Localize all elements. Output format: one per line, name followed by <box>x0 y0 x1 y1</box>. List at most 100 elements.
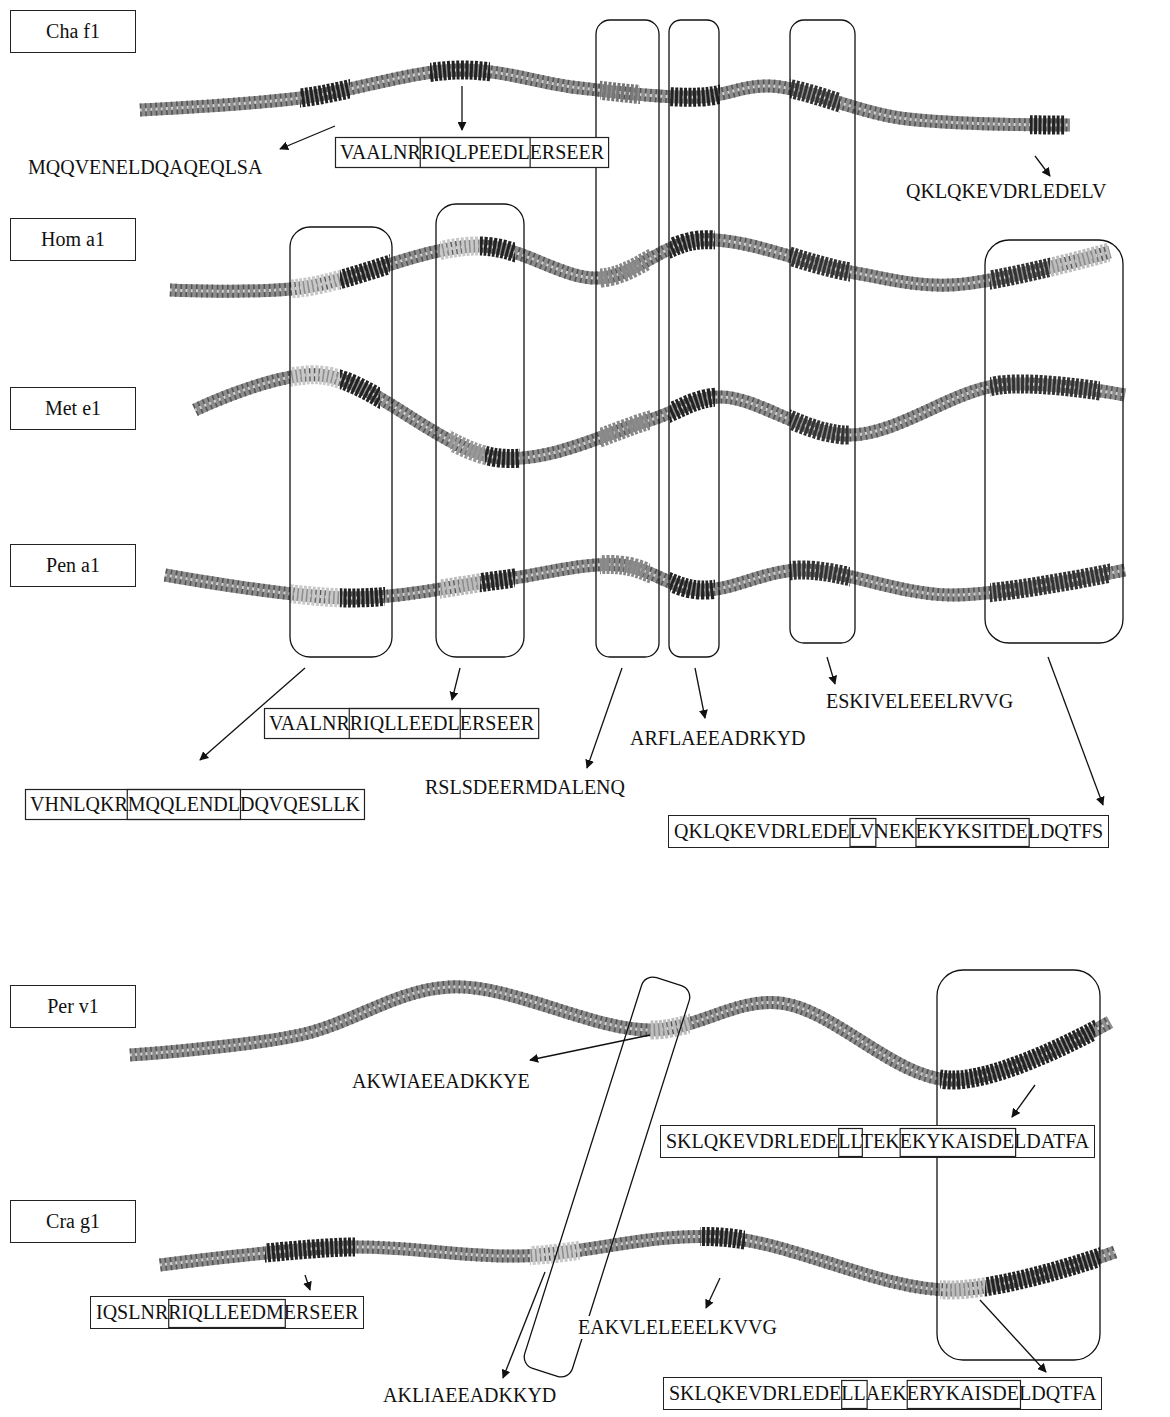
allergen-name-box: Cha f1 <box>10 10 136 53</box>
leader-line <box>1012 1085 1035 1117</box>
leader-line <box>461 86 462 130</box>
epitope-residues <box>600 70 640 125</box>
epitope-residues <box>265 1236 355 1290</box>
helix-body <box>170 240 1110 291</box>
allergen-name: Met e1 <box>45 397 101 420</box>
helix-shine <box>165 565 1125 598</box>
epitope-residues <box>940 1236 985 1290</box>
allergen-name: Per v1 <box>47 995 99 1018</box>
epitope-residues <box>440 240 480 291</box>
helix <box>165 565 1125 598</box>
leader-line <box>1035 156 1050 176</box>
epitope-residues <box>700 1236 745 1290</box>
epitope-sequence-box: QKLQKEVDRLEDELVNEKEKYKSITDELDQTFS <box>668 815 1109 848</box>
epitope-sequence-box: SKLQKEVDRLEDELLTEKEKYKAISDELDATFA <box>660 1125 1095 1158</box>
leader-line <box>1048 657 1103 805</box>
epitope-residues <box>790 565 850 598</box>
epitope-residues <box>530 1236 580 1290</box>
peptide-sequence-label: ARFLAEEADRKYD <box>628 727 808 750</box>
epitope-residues <box>985 1236 1100 1290</box>
leader-line <box>503 1272 545 1378</box>
helix <box>130 987 1110 1080</box>
epitope-residues <box>790 70 840 125</box>
allergen-name-box: Cra g1 <box>10 1200 136 1243</box>
leader-line <box>695 668 705 718</box>
peptide-sequence-label: EAKVLELEEELKVVG <box>576 1316 779 1339</box>
allergen-name: Cha f1 <box>46 20 100 43</box>
peptide-sequence-label: ESKIVELEEELRVVG <box>824 690 1015 713</box>
helix <box>160 1236 1115 1290</box>
sequence-text: QKLQKEVDRLEDELVNEKEKYKSITDELDQTFS <box>674 820 1103 843</box>
epitope-residues <box>290 565 340 598</box>
epitope-residues <box>650 987 690 1080</box>
leader-line <box>827 657 835 684</box>
peptide-sequence-label: QKLQKEVDRLEDELV <box>904 180 1108 203</box>
sequence-text: VAALNRRIQLLEEDLERSEER <box>269 712 534 735</box>
epitope-residues <box>480 240 515 291</box>
helix-shine <box>170 240 1110 291</box>
helix-body <box>140 70 1070 125</box>
helix-body <box>165 565 1125 598</box>
allergen-name: Pen a1 <box>46 554 100 577</box>
region-outlines <box>290 20 1123 1380</box>
leader-line <box>587 668 622 768</box>
helix-shine <box>130 987 1110 1080</box>
peptide-sequence-label: MQQVENELDQAQEQLSA <box>26 156 264 179</box>
epitope-residues <box>600 375 650 459</box>
epitope-residues <box>990 565 1110 598</box>
helix-body <box>130 987 1110 1080</box>
epitope-residues <box>340 375 380 459</box>
epitope-residues <box>790 240 850 291</box>
epitope-residues <box>485 375 520 459</box>
region-outline <box>596 20 659 657</box>
allergen-name: Cra g1 <box>46 1210 100 1233</box>
helix-shine <box>160 1236 1115 1290</box>
sequence-text: VAALNRRIQLPEEDLERSEER <box>340 141 604 164</box>
epitope-residues <box>670 375 715 459</box>
region-outline <box>985 240 1123 643</box>
allergen-name-box: Met e1 <box>10 387 136 430</box>
leader-line <box>452 668 460 700</box>
allergen-name-box: Pen a1 <box>10 544 136 587</box>
epitope-residues <box>1030 70 1065 125</box>
epitope-sequence-box: VAALNRRIQLPEEDLERSEER <box>335 137 609 168</box>
helix-coil <box>170 240 1110 291</box>
region-outline <box>436 204 524 657</box>
region-outline <box>669 20 719 657</box>
epitope-residues <box>1050 240 1110 291</box>
allergen-name-box: Hom a1 <box>10 218 136 261</box>
helix-coil <box>140 70 1070 125</box>
sequence-text: IQSLNRRIQLLEEDMERSEER <box>96 1301 358 1324</box>
epitope-residues <box>430 70 490 125</box>
peptide-sequence-label: AKLIAEEADKKYD <box>381 1384 558 1407</box>
allergen-name: Hom a1 <box>41 228 105 251</box>
sequence-text: SKLQKEVDRLEDELLTEKEKYKAISDELDATFA <box>666 1130 1089 1153</box>
epitope-residues <box>670 565 715 598</box>
epitope-residues <box>940 987 1095 1080</box>
helix <box>170 240 1110 291</box>
epitope-sequence-box: VAALNRRIQLLEEDLERSEER <box>264 708 539 739</box>
helix-shine <box>140 70 1070 125</box>
peptide-sequence-label: AKWIAEEADKKYE <box>350 1070 532 1093</box>
epitope-residues <box>600 565 650 598</box>
epitope-residues <box>440 565 480 598</box>
epitope-residues <box>300 70 350 125</box>
leader-lines <box>200 86 1103 1378</box>
region-outline <box>937 970 1100 1360</box>
region-outline <box>290 227 392 657</box>
epitope-residues <box>480 565 515 598</box>
epitope-residues <box>340 565 385 598</box>
epitope-residues <box>600 240 650 291</box>
epitope-sequence-box: IQSLNRRIQLLEEDMERSEER <box>90 1296 364 1329</box>
peptide-sequence-label: RSLSDEERMDALENQ <box>423 776 627 799</box>
leader-line <box>280 126 335 149</box>
sequence-text: SKLQKEVDRLEDELLAEKERYKAISDELDQTFA <box>669 1382 1096 1405</box>
epitope-residues <box>290 240 340 291</box>
epitope-sequence-box: SKLQKEVDRLEDELLAEKERYKAISDELDQTFA <box>663 1377 1102 1410</box>
leader-line <box>706 1278 720 1308</box>
helix-body <box>160 1236 1115 1290</box>
leader-line <box>305 1275 310 1290</box>
leader-line <box>530 1035 650 1060</box>
epitope-residues <box>790 375 850 459</box>
sequence-text: VHNLQKRMQQLENDLDQVQESLLK <box>30 793 360 816</box>
